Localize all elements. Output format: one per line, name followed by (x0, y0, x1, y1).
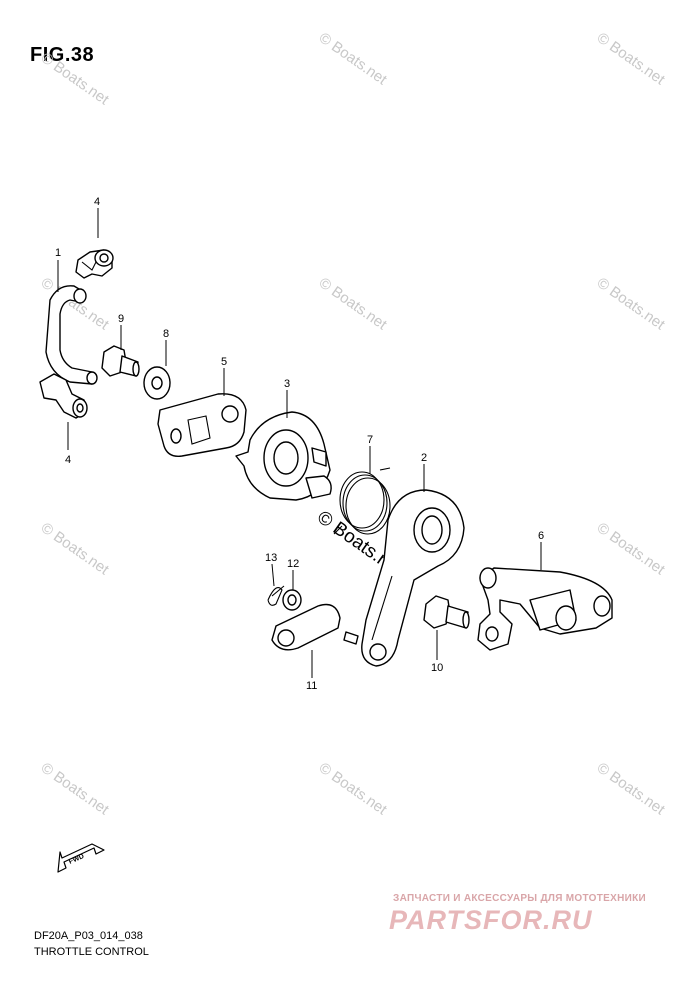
diagram-code: DF20A_P03_014_038 (34, 930, 143, 942)
part-7-spring (333, 467, 391, 535)
part-8-washer (143, 366, 171, 400)
leader-lines (57, 208, 542, 678)
figure-title: FIG.38 (30, 44, 95, 66)
watermark-group: © Boats.net © Boats.net © Boats.net © Bo… (38, 29, 669, 818)
part-11-link (271, 603, 359, 651)
part-5-plate (157, 393, 247, 457)
callout-8: 8 (163, 328, 169, 340)
part-4-lower-clip (39, 373, 88, 419)
callouts: 4 1 9 8 5 3 4 7 2 6 13 12 10 11 (55, 196, 544, 692)
callout-7: 7 (367, 434, 373, 446)
watermark: © Boats.net (594, 519, 669, 578)
watermark: © Boats.net (38, 49, 113, 108)
callout-1: 1 (55, 247, 61, 259)
watermark: © Boats.net (316, 29, 391, 88)
ad-tagline: ЗАПЧАСТИ И АКСЕССУАРЫ ДЛЯ МОТОТЕХНИКИ (393, 893, 646, 904)
callout-13: 13 (265, 552, 277, 564)
watermark: © Boats.net (316, 759, 391, 818)
callout-2: 2 (421, 452, 427, 464)
callout-6: 6 (538, 530, 544, 542)
callout-12: 12 (287, 558, 299, 570)
part-2-throttle-arm (361, 489, 465, 667)
callout-10: 10 (431, 662, 443, 674)
part-13-clip (267, 585, 285, 606)
callout-5: 5 (221, 356, 227, 368)
part-6-bracket (477, 567, 613, 651)
part-12-washer (282, 589, 302, 611)
watermark: © Boats.net (38, 759, 113, 818)
part-10-bolt (423, 595, 470, 629)
part-1-hose (45, 285, 98, 385)
ad-logo: PARTSFOR.RU (389, 905, 593, 935)
part-3-throttle-cam (235, 411, 332, 501)
callout-4-lower: 4 (65, 454, 71, 466)
diagram-caption: THROTTLE CONTROL (34, 946, 149, 958)
part-9-bolt (101, 345, 140, 377)
watermark: © Boats.net (594, 274, 669, 333)
part-4-upper-clip (75, 249, 114, 279)
callout-9: 9 (118, 313, 124, 325)
callout-4-upper: 4 (94, 196, 100, 208)
callout-11: 11 (306, 680, 317, 692)
fwd-arrow-icon: FWD (57, 843, 105, 873)
watermark: © Boats.net (594, 29, 669, 88)
watermark: © Boats.net (594, 759, 669, 818)
watermark: © Boats.net (38, 519, 113, 578)
callout-3: 3 (284, 378, 290, 390)
watermark: © Boats.net (316, 274, 391, 333)
